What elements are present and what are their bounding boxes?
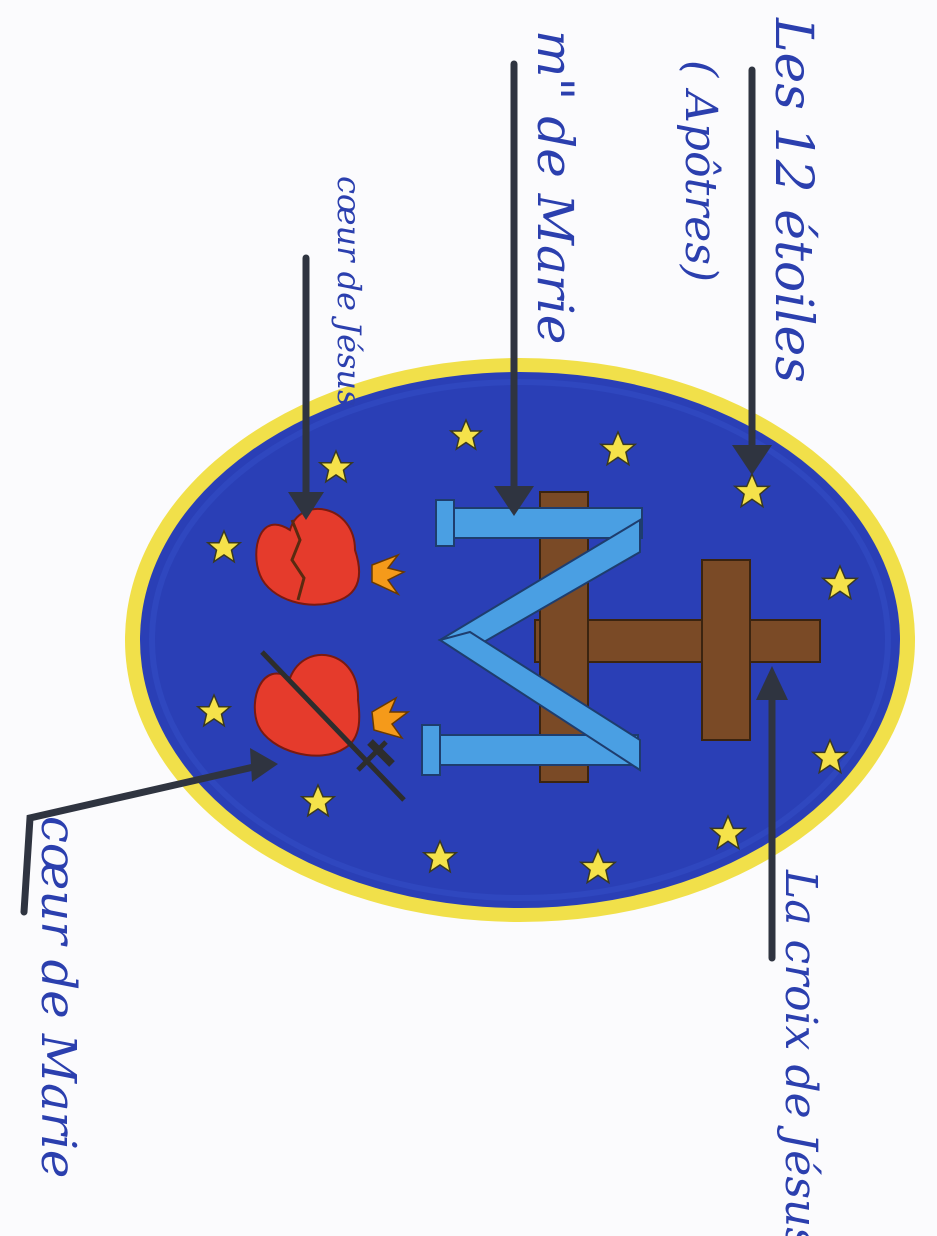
label-cross: La croix de Jésus xyxy=(775,869,826,1236)
label-sacred-heart: cœur de Jésus xyxy=(330,176,368,406)
label-apostles: ( Apôtres) xyxy=(675,60,726,282)
label-immaculate-heart: cœur de Marie xyxy=(30,816,86,1178)
label-stars: Les 12 étoiles xyxy=(763,17,823,383)
label-monogram: m" de Marie xyxy=(526,30,584,344)
